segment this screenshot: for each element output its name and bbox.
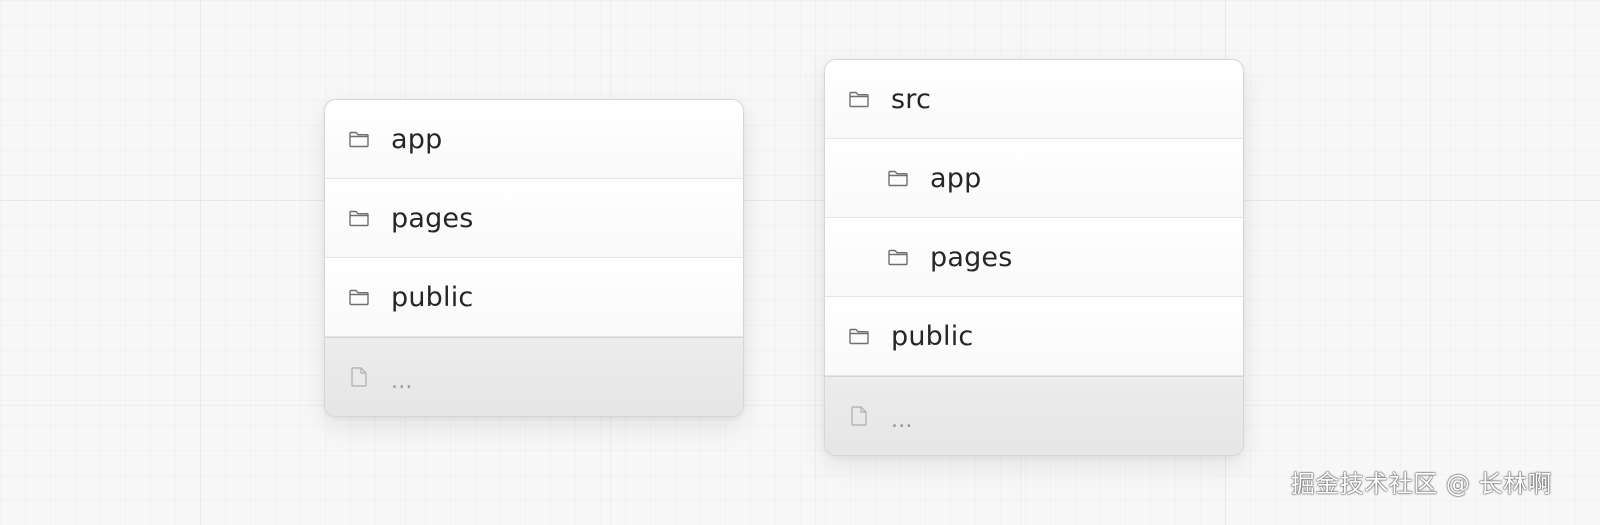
tree-item-label: src (891, 83, 932, 115)
file-tree-with-src: src app pages public ... (824, 59, 1244, 456)
folder-icon (347, 127, 371, 151)
folder-icon (847, 324, 871, 348)
tree-item-public[interactable]: public (325, 258, 743, 337)
folder-icon (886, 245, 910, 269)
tree-item-src-app[interactable]: app (825, 139, 1243, 218)
tree-item-label: app (391, 123, 443, 155)
folder-icon (347, 285, 371, 309)
tree-item-other-files[interactable]: ... (325, 337, 743, 416)
tree-item-label: app (930, 162, 982, 194)
tree-item-other-files[interactable]: ... (825, 376, 1243, 455)
tree-item-label: pages (391, 202, 474, 234)
tree-item-label: pages (930, 241, 1013, 273)
tree-item-label: public (391, 281, 474, 313)
file-icon (347, 365, 371, 389)
watermark: 掘金技术社区 @ 长林啊 (1290, 470, 1552, 498)
file-icon (847, 404, 871, 428)
tree-item-src-pages[interactable]: pages (825, 218, 1243, 297)
tree-item-app[interactable]: app (325, 100, 743, 179)
tree-item-pages[interactable]: pages (325, 179, 743, 258)
tree-item-public[interactable]: public (825, 297, 1243, 376)
tree-item-src[interactable]: src (825, 60, 1243, 139)
tree-item-label: public (891, 320, 974, 352)
folder-icon (886, 166, 910, 190)
tree-item-label: ... (391, 368, 413, 394)
folder-icon (847, 87, 871, 111)
tree-item-label: ... (891, 407, 913, 433)
folder-icon (347, 206, 371, 230)
file-tree-without-src: app pages public ... (324, 99, 744, 417)
